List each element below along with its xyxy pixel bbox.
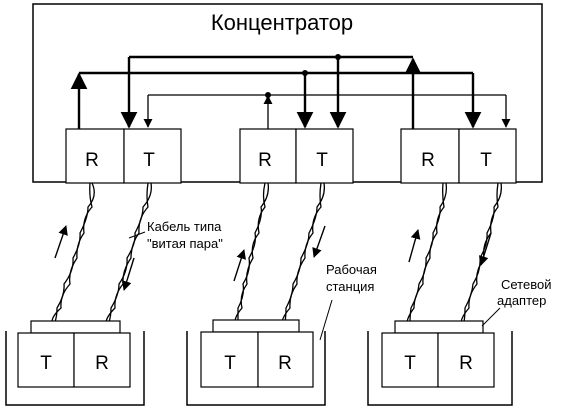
hub-port-1-receive-box — [65, 128, 125, 184]
workstation-3-frame — [367, 331, 513, 406]
workstation-2: T R — [186, 319, 326, 406]
workstation-2-frame — [186, 331, 326, 406]
cable-3-strand-b — [237, 182, 269, 322]
workstation-annotation-line-2: станция — [326, 279, 374, 294]
workstation-3-adapter — [394, 320, 484, 334]
workstation-3: T R — [367, 320, 513, 406]
hub-port-3-receive-box — [400, 128, 460, 184]
cable-4-strand-b — [284, 182, 325, 323]
hub-port-3: R T — [400, 128, 517, 184]
workstation-1-transmit-label: T — [40, 353, 52, 374]
hub-port-1-transmit-label: T — [143, 150, 155, 171]
direction-arrows — [54, 225, 492, 291]
leader-lines — [128, 231, 501, 341]
workstation-1-receive-label: R — [95, 353, 109, 374]
hub-port-1-receive-label: R — [85, 150, 99, 171]
bus-3-junction-dot — [335, 54, 341, 60]
hub-port-2-transmit-box — [295, 128, 354, 184]
workstation-1-transmit-box — [17, 332, 75, 388]
adapter-leader-line — [481, 307, 501, 327]
cable-1-strand-a — [51, 182, 93, 323]
cable-annotation-line-1: Кабель типа — [147, 219, 222, 234]
arrow-down-station-2 — [312, 225, 326, 258]
cable-5-strand-b — [409, 182, 448, 323]
adapter-annotation-line-2: адаптер — [497, 293, 546, 308]
workstation-2-receive-label: R — [278, 353, 292, 374]
bus-2-junction-dot — [265, 92, 271, 98]
hub-port-2: R T — [239, 128, 354, 184]
bus-from-port-3 — [120, 55, 422, 129]
bus-from-port-2 — [143, 94, 511, 129]
workstation-annotation-line-1: Рабочая — [326, 262, 377, 277]
workstation-1-frame — [5, 331, 145, 406]
cable-5-strand-a — [406, 182, 445, 323]
hub-port-2-receive-label: R — [258, 150, 272, 171]
adapter-annotation-line-1: Сетевой — [501, 277, 551, 292]
arrow-down-station-3 — [478, 232, 492, 266]
cable-6-strand-a — [460, 182, 499, 323]
workstation-2-receive-box — [257, 331, 314, 388]
twisted-pair-cables — [51, 182, 502, 323]
hub-port-1: R T — [65, 128, 182, 184]
arrow-up-station-3 — [408, 229, 421, 263]
cable-1-strand-b — [54, 182, 95, 323]
workstation-3-transmit-box — [381, 332, 439, 388]
bus-1-junction-dot — [302, 70, 308, 76]
hub-port-3-transmit-label: T — [480, 150, 492, 171]
workstation-2-transmit-label: T — [224, 353, 236, 374]
workstation-2-adapter — [212, 319, 300, 333]
cable-2-strand-a — [105, 182, 149, 323]
arrow-up-station-1 — [54, 225, 68, 259]
workstation-1: T R — [5, 320, 145, 406]
workstation-3-receive-label: R — [459, 353, 473, 374]
arrow-down-station-1 — [121, 257, 135, 291]
workstation-3-transmit-label: T — [404, 353, 416, 374]
arrow-up-station-2 — [233, 249, 246, 282]
hub-title: Концентратор — [211, 10, 353, 35]
workstation-1-receive-box — [73, 332, 131, 388]
cable-3-strand-a — [234, 182, 266, 323]
workstation-2-transmit-box — [200, 331, 259, 388]
hub-port-1-transmit-box — [123, 128, 182, 184]
cable-leader-line — [128, 231, 146, 239]
cable-4-strand-a — [281, 182, 322, 323]
hub-port-3-receive-label: R — [421, 150, 435, 171]
hub-port-3-transmit-box — [458, 128, 517, 184]
workstation-3-receive-box — [437, 332, 495, 388]
hub-port-2-transmit-label: T — [316, 150, 328, 171]
workstation-1-adapter — [30, 320, 121, 334]
cable-annotation-line-2: "витая пара" — [147, 236, 223, 251]
workstation-leader-line — [319, 299, 333, 341]
cable-2-strand-b — [108, 182, 152, 323]
